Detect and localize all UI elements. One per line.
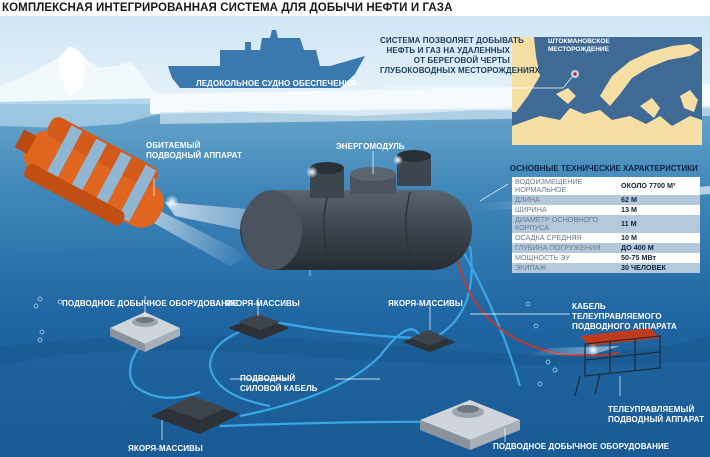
- specs-title: ОСНОВНЫЕ ТЕХНИЧЕСКИЕ ХАРАКТЕРИСТИКИ: [510, 164, 698, 173]
- field-marker: [573, 72, 577, 76]
- spec-key: ШИРИНА: [512, 205, 618, 215]
- label-rov-cable: КАБЕЛЬ ТЕЛЕУПРАВЛЯЕМОГО ПОДВОДНОГО АППАР…: [572, 302, 677, 331]
- spec-key: МОЩНОСТЬ ЭУ: [512, 253, 618, 263]
- label-anchors-bottom: ЯКОРЯ-МАССИВЫ: [128, 444, 203, 453]
- anchor-block-bottom: [150, 396, 240, 440]
- spec-value: 11 М: [618, 215, 700, 233]
- spec-key: ГЛУБИНА ПОГРУЖЕНИЯ: [512, 243, 618, 253]
- icebreaker-ship: [168, 30, 365, 88]
- spec-value: ДО 400 М: [618, 243, 700, 253]
- map-field-label: ШТОКМАНОВСКОЕ МЕСТОРОЖДЕНИЕ: [548, 38, 610, 53]
- anchor-block-right: [402, 300, 456, 352]
- label-energy-module: ЭНЕРГОМОДУЛЬ: [336, 142, 405, 151]
- label-production-left: ПОДВОДНОЕ ДОБЫЧНОЕ ОБОРУДОВАНИЕ: [62, 299, 239, 308]
- spec-value: 62 М: [618, 195, 700, 205]
- label-rov: ТЕЛЕУПРАВЛЯЕМЫЙ ПОДВОДНЫЙ АППАРАТ: [608, 405, 705, 424]
- label-manned-sub: ОБИТАЕМЫЙ ПОДВОДНЫЙ АППАРАТ: [146, 141, 243, 160]
- spec-value: ОКОЛО 7700 М³: [618, 177, 700, 195]
- scene-illustration: [0, 16, 710, 457]
- page-title: КОМПЛЕКСНАЯ ИНТЕГРИРОВАННАЯ СИСТЕМА ДЛЯ …: [2, 2, 453, 14]
- production-equipment-right: [420, 400, 520, 450]
- spec-value: 50-75 МВт: [618, 253, 700, 263]
- spec-value: 10 М: [618, 233, 700, 243]
- label-power-cable: ПОДВОДНЫЙ СИЛОВОЙ КАБЕЛЬ: [240, 374, 318, 393]
- map-inset: [385, 37, 702, 145]
- spec-key: ДИАМЕТР ОСНОВНОГО КОРПУСА: [512, 215, 618, 233]
- system-description: СИСТЕМА ПОЗВОЛЯЕТ ДОБЫВАТЬ НЕФТЬ И ГАЗ Н…: [380, 36, 541, 75]
- rov-cable: [454, 247, 621, 357]
- specs-panel: ОСНОВНЫЕ ТЕХНИЧЕСКИЕ ХАРАКТЕРИСТИКИ ВОДО…: [508, 164, 704, 273]
- rov-vehicle: [525, 328, 661, 397]
- anchor-block-center: [228, 298, 290, 340]
- spec-key: ВОДОИЗМЕЩЕНИЕ НОРМАЛЬНОЕ: [512, 177, 618, 195]
- label-anchors-center: ЯКОРЯ-МАССИВЫ: [225, 299, 300, 308]
- label-anchors-right: ЯКОРЯ-МАССИВЫ: [388, 299, 463, 308]
- spec-value: 13 М: [618, 205, 700, 215]
- production-equipment-left: [110, 296, 180, 352]
- label-icebreaker: ЛЕДОКОЛЬНОЕ СУДНО ОБЕСПЕЧЕНИЯ: [196, 79, 357, 88]
- spec-key: ЭКИПАЖ: [512, 263, 618, 273]
- bubbles-decoration: [33, 296, 558, 387]
- energy-module: [240, 150, 710, 270]
- spec-key: ДЛИНА: [512, 195, 618, 205]
- spec-value: 30 ЧЕЛОВЕК: [618, 263, 700, 273]
- spec-key: ОСАДКА СРЕДНЯЯ: [512, 233, 618, 243]
- infographic-scene: СИСТЕМА ПОЗВОЛЯЕТ ДОБЫВАТЬ НЕФТЬ И ГАЗ Н…: [0, 16, 710, 457]
- label-production-right: ПОДВОДНОЕ ДОБЫЧНОЕ ОБОРУДОВАНИЕ: [493, 442, 670, 451]
- manned-submersible: [14, 117, 164, 228]
